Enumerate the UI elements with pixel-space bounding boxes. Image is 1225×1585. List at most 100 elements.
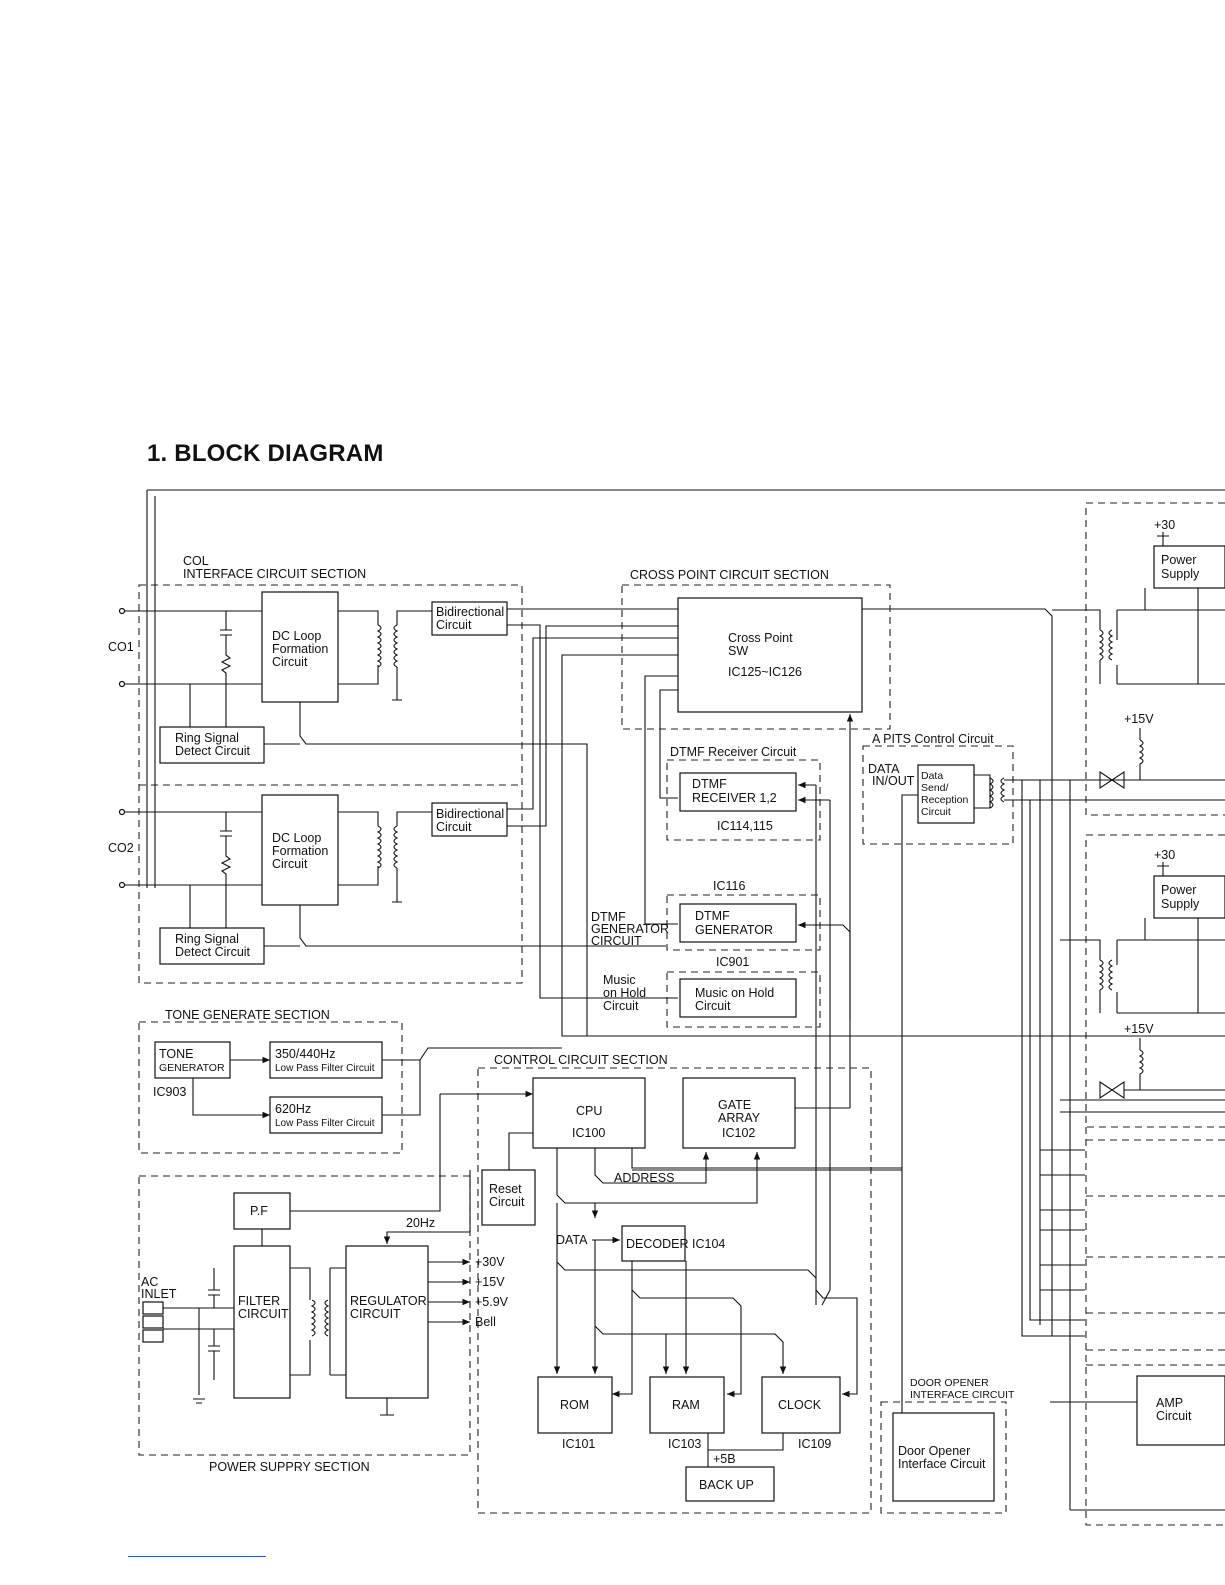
dc-loop-1 [261, 591, 339, 703]
svg-text:Cross Point: Cross Point [728, 631, 793, 645]
svg-text:DTMF Receiver Circuit: DTMF Receiver Circuit [670, 745, 797, 759]
door-opener-section: DOOR OPENER INTERFACE CIRCUIT Door Opene… [880, 1170, 1015, 1514]
col-interface-label-2: INTERFACE CIRCUIT SECTION [183, 567, 366, 581]
svg-text:+5.9V: +5.9V [475, 1295, 509, 1309]
power-section: POWER SUPPRY SECTION P.F AC INLET FILTER… [138, 1094, 509, 1474]
svg-text:AMP: AMP [1156, 1396, 1183, 1410]
apits-section: A PITS Control Circuit DATA IN/OUT Data … [632, 732, 1225, 1171]
right-extension-area: +30 Power Supply +15V +30 Power Supply +… [1021, 502, 1225, 1526]
svg-text:DTMF: DTMF [591, 910, 626, 924]
bidirectional-1 [431, 601, 508, 636]
lpf-620 [269, 1096, 383, 1134]
ring-detect-2 [159, 927, 265, 965]
svg-text:20Hz: 20Hz [406, 1216, 435, 1230]
svg-text:DC Loop: DC Loop [272, 629, 321, 643]
svg-text:CROSS POINT CIRCUIT SECTION: CROSS POINT CIRCUIT SECTION [630, 568, 829, 582]
bidirectional-2 [431, 802, 508, 837]
backup [685, 1466, 775, 1502]
control-section: CONTROL CIRCUIT SECTION CPU IC100 GATE A… [440, 1053, 902, 1514]
bottom-link-underline [128, 1556, 266, 1557]
svg-text:+15V: +15V [1124, 1022, 1154, 1036]
svg-text:Formation: Formation [272, 642, 328, 656]
svg-text:TONE GENERATE SECTION: TONE GENERATE SECTION [165, 1008, 330, 1022]
page-title: 1. BLOCK DIAGRAM [147, 440, 384, 467]
svg-text:Reset: Reset [489, 1182, 522, 1196]
svg-text:AC: AC [141, 1275, 158, 1289]
power-supply-2 [1153, 875, 1225, 919]
svg-text:Supply: Supply [1161, 567, 1200, 581]
svg-text:IC903: IC903 [153, 1085, 186, 1099]
svg-text:IC103: IC103 [668, 1437, 701, 1451]
svg-text:DATA: DATA [868, 762, 900, 776]
dtmf-blocks: DTMF Receiver Circuit DTMF RECEIVER 1,2 … [591, 745, 851, 1305]
svg-text:Circuit: Circuit [603, 999, 639, 1013]
rom [537, 1376, 613, 1434]
svg-text:Ring Signal: Ring Signal [175, 932, 239, 946]
tone-generator [154, 1041, 231, 1079]
svg-text:RECEIVER 1,2: RECEIVER 1,2 [692, 791, 777, 805]
svg-text:Circuit: Circuit [272, 857, 308, 871]
svg-text:DTMF: DTMF [695, 909, 730, 923]
clock [761, 1376, 841, 1434]
svg-text:+5B: +5B [713, 1452, 736, 1466]
col-crosspoint-wiring [507, 608, 1085, 1337]
svg-text:on Hold: on Hold [603, 986, 646, 1000]
svg-text:Music: Music [603, 973, 636, 987]
dtmf-receiver [679, 772, 797, 812]
svg-text:DOOR OPENER: DOOR OPENER [910, 1377, 989, 1389]
svg-text:Detect Circuit: Detect Circuit [175, 945, 251, 959]
svg-text:+30: +30 [1154, 518, 1175, 532]
svg-text:Low Pass Filter Circuit: Low Pass Filter Circuit [275, 1118, 375, 1129]
svg-text:IN/OUT: IN/OUT [872, 774, 915, 788]
col-interface-section: COL INTERFACE CIRCUIT SECTION CO1 DC Loo… [108, 554, 666, 1036]
svg-text:Ring Signal: Ring Signal [175, 731, 239, 745]
svg-text:Low Pass Filter Circuit: Low Pass Filter Circuit [275, 1063, 375, 1074]
svg-text:IC114,115: IC114,115 [717, 819, 773, 833]
svg-text:A PITS Control Circuit: A PITS Control Circuit [872, 732, 994, 746]
svg-text:DATA: DATA [556, 1233, 588, 1247]
svg-text:+15V: +15V [475, 1275, 505, 1289]
svg-text:IC100: IC100 [572, 1126, 605, 1140]
svg-text:350/440Hz: 350/440Hz [275, 1047, 335, 1061]
svg-text:Reception: Reception [921, 794, 968, 806]
svg-text:Circuit: Circuit [436, 820, 472, 834]
svg-text:Power: Power [1161, 553, 1196, 567]
svg-text:P.F: P.F [250, 1204, 268, 1218]
svg-text:IC101: IC101 [562, 1437, 595, 1451]
svg-text:GENERATOR: GENERATOR [695, 923, 773, 937]
svg-text:Bidirectional: Bidirectional [436, 807, 504, 821]
svg-text:IC116: IC116 [713, 879, 745, 893]
svg-text:Circuit: Circuit [272, 655, 308, 669]
svg-text:Door Opener: Door Opener [898, 1444, 970, 1458]
svg-text:ARRAY: ARRAY [718, 1111, 761, 1125]
svg-text:Formation: Formation [272, 844, 328, 858]
svg-text:BACK UP: BACK UP [699, 1478, 754, 1492]
svg-text:IC901: IC901 [716, 955, 749, 969]
svg-text:Bidirectional: Bidirectional [436, 605, 504, 619]
svg-text:Power: Power [1161, 883, 1196, 897]
svg-text:Supply: Supply [1161, 897, 1200, 911]
svg-text:DTMF: DTMF [692, 777, 727, 791]
svg-text:CLOCK: CLOCK [778, 1398, 822, 1412]
decoder [621, 1225, 686, 1262]
svg-text:GENERATOR: GENERATOR [591, 922, 669, 936]
svg-text:IC109: IC109 [798, 1437, 831, 1451]
regulator-circuit [345, 1245, 429, 1399]
svg-text:CPU: CPU [576, 1104, 602, 1118]
svg-text:IC125~IC126: IC125~IC126 [728, 665, 802, 679]
svg-text:CIRCUIT: CIRCUIT [350, 1307, 401, 1321]
svg-text:REGULATOR: REGULATOR [350, 1294, 427, 1308]
svg-text:Send/: Send/ [921, 782, 949, 794]
svg-text:POWER SUPPRY SECTION: POWER SUPPRY SECTION [209, 1460, 370, 1474]
svg-text:RAM: RAM [672, 1398, 700, 1412]
svg-text:IC102: IC102 [722, 1126, 755, 1140]
svg-text:ROM: ROM [560, 1398, 589, 1412]
svg-text:Bell: Bell [475, 1315, 496, 1329]
svg-text:Circuit: Circuit [436, 618, 472, 632]
svg-text:DC Loop: DC Loop [272, 831, 321, 845]
gate-array [682, 1077, 796, 1149]
svg-text:Interface Circuit: Interface Circuit [898, 1457, 986, 1471]
ring-detect-1 [159, 726, 265, 764]
svg-text:620Hz: 620Hz [275, 1102, 311, 1116]
col-interface-label-1: COL [183, 554, 209, 568]
